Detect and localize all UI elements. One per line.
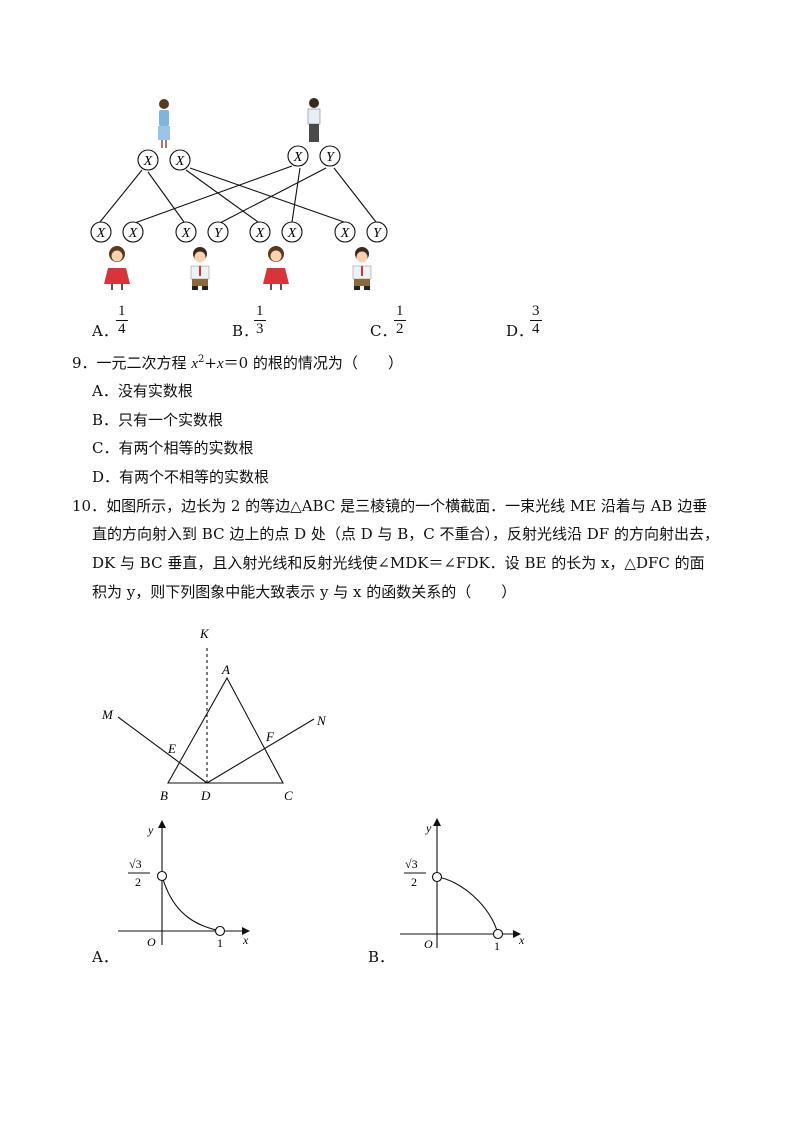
- x-tick-label: 1: [494, 939, 500, 953]
- y-tick-denominator: 2: [135, 875, 141, 889]
- prism-triangle-figure: K A M N E F B D C: [101, 626, 327, 802]
- option-label: C．: [370, 322, 397, 340]
- question-number: 10．: [72, 497, 107, 515]
- denominator: 4: [532, 321, 540, 337]
- numerator: 1: [394, 303, 406, 321]
- q10-line-1: 10．如图所示，边长为 2 的等边△ABC 是三棱镜的一个横截面．一束光线 ME…: [72, 497, 708, 515]
- open-endpoint: [431, 871, 443, 883]
- denominator: 2: [396, 321, 404, 337]
- option-d-fraction: 3 4: [530, 304, 542, 337]
- open-endpoint: [492, 928, 504, 940]
- option-b-fraction: 1 3: [254, 304, 266, 337]
- label-n: N: [316, 713, 327, 728]
- boy-figure-icon: [190, 247, 210, 290]
- q10-line-4: 积为 y，则下列图象中能大致表示 y 与 x 的函数关系的（ ）: [92, 583, 517, 601]
- gene-label: X: [128, 226, 138, 241]
- gene-label: X: [143, 154, 153, 169]
- q9-stem: 9．一元二次方程 x2+x＝0 的根的情况为（ ）: [72, 354, 403, 372]
- tree-lines: [99, 165, 377, 225]
- label-f: F: [265, 729, 275, 744]
- x-axis-label: x: [242, 933, 249, 947]
- y-axis-label: y: [147, 823, 154, 837]
- mother-figure-icon: [158, 99, 170, 148]
- graph-b: y x O 1 √3 2: [400, 818, 525, 953]
- numerator: 1: [116, 303, 128, 321]
- boy-figure-icon: [352, 247, 372, 290]
- q9-option-b: B．只有一个实数根: [92, 411, 224, 429]
- y-tick-numerator: √3: [129, 857, 142, 871]
- gene-label: Y: [326, 150, 336, 165]
- denominator: 4: [118, 321, 126, 337]
- label-d: D: [200, 788, 211, 802]
- graph-a: y x O 1 √3 2: [118, 820, 250, 950]
- option-label: D．: [506, 322, 534, 340]
- y-arrow-icon: [158, 820, 166, 828]
- label-a: A: [221, 662, 230, 677]
- x-tick-label: 1: [217, 936, 223, 950]
- gene-label: X: [293, 150, 303, 165]
- graph-b-option-label: B．: [368, 948, 395, 966]
- father-figure-icon: [307, 98, 321, 142]
- girl-figure-icon: [263, 246, 289, 290]
- y-tick-denominator: 2: [411, 875, 417, 889]
- q9-option-d: D．有两个不相等的实数根: [92, 468, 270, 486]
- triangle-abc: [167, 676, 284, 784]
- gene-label: X: [96, 226, 106, 241]
- option-label: A．: [92, 322, 118, 340]
- x-arrow-icon: [513, 930, 521, 938]
- open-endpoint: [214, 925, 226, 937]
- label-e: E: [167, 741, 176, 756]
- gene-label: X: [255, 226, 265, 241]
- ray-me: [117, 716, 208, 784]
- girl-figure-icon: [104, 246, 130, 290]
- x-arrow-icon: [242, 927, 250, 935]
- label-k: K: [199, 626, 210, 641]
- gene-label: Y: [214, 226, 224, 241]
- y-axis-label: y: [425, 821, 432, 835]
- y-tick-numerator: √3: [405, 857, 418, 871]
- inheritance-tree-diagram: X X X Y X X X Y X X X Y: [90, 98, 388, 290]
- numerator: 1: [254, 303, 266, 321]
- y-arrow-icon: [433, 818, 441, 826]
- parent-genes: X X X Y: [137, 145, 341, 171]
- q10-line-2: 直的方向射入到 BC 边上的点 D 处（点 D 与 B，C 不重合），反射光线沿…: [92, 525, 719, 543]
- origin-label: O: [424, 937, 433, 951]
- child-genes: X X X Y X X X Y: [90, 221, 388, 243]
- gene-label: X: [287, 226, 297, 241]
- graph-a-option-label: A．: [92, 948, 118, 966]
- x-axis-label: x: [518, 933, 525, 947]
- option-c-fraction: 1 2: [394, 304, 406, 337]
- q10-line-3: DK 与 BC 垂直，且入射光线和反射光线使∠MDK＝∠FDK．设 BE 的长为…: [92, 554, 705, 572]
- q9-option-c: C．有两个相等的实数根: [92, 439, 254, 457]
- label-m: M: [101, 707, 114, 722]
- gene-label: X: [175, 154, 185, 169]
- origin-label: O: [147, 935, 156, 949]
- gene-label: X: [340, 226, 350, 241]
- label-b: B: [160, 788, 168, 802]
- option-a-fraction: 1 4: [116, 304, 128, 337]
- option-label: B．: [232, 322, 259, 340]
- label-c: C: [284, 788, 293, 802]
- question-number: 9．: [72, 354, 97, 372]
- q9-option-a: A．没有实数根: [92, 382, 193, 400]
- open-endpoint: [156, 870, 168, 882]
- curve: [161, 875, 221, 932]
- denominator: 3: [256, 321, 264, 337]
- ray-dn: [206, 718, 315, 784]
- gene-label: Y: [373, 226, 383, 241]
- gene-label: X: [181, 226, 191, 241]
- curve: [436, 876, 499, 935]
- numerator: 3: [530, 303, 542, 321]
